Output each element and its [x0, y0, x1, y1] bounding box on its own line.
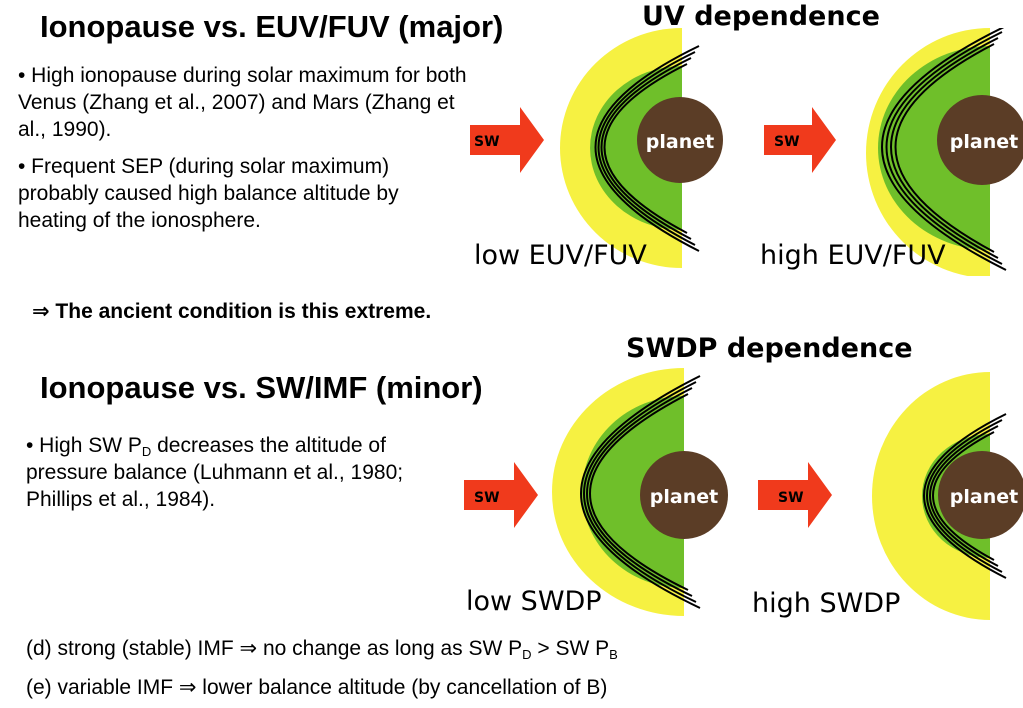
- swdp-figure-title: SWDP dependence: [626, 333, 913, 364]
- bottom-bullet-1-subscript: D: [141, 444, 152, 459]
- uv-panel-low: planet SW low EUV/FUV: [470, 28, 723, 271]
- uv-low-label: low EUV/FUV: [474, 240, 647, 271]
- swdp-panel-low: planet SW low SWDP: [464, 368, 728, 617]
- uv-low-field-lines: [594, 45, 700, 252]
- swdp-panel-high: planet SW high SWDP: [752, 372, 1023, 620]
- conclusion-text: ⇒ The ancient condition is this extreme.: [32, 300, 432, 323]
- swdp-high-label: high SWDP: [752, 588, 900, 619]
- uv-panel-high: planet SW high EUV/FUV: [760, 28, 1023, 276]
- uv-dependence-diagram: planet SW low EUV/FUV planet SW high EUV…: [470, 28, 1023, 276]
- swdp-low-sw-arrow: [464, 462, 538, 528]
- swdp-high-planet: [938, 451, 1023, 539]
- bottom-bullet-1-text-b: decreases the altitude of pressure balan…: [26, 434, 404, 511]
- uv-low-planet: [637, 97, 723, 183]
- bottom-bullet-1-text-a: • High SW P: [26, 434, 142, 457]
- uv-low-planet-label: planet: [646, 131, 714, 153]
- uv-high-planet: [937, 95, 1023, 185]
- swdp-high-field-lines: [923, 413, 1007, 579]
- bottom-bullet-1: • High SW PD decreases the altitude of p…: [26, 432, 426, 513]
- imf-line-d-text-a: (d) strong (stable) IMF ⇒ no change as l…: [26, 637, 523, 660]
- imf-line-d: (d) strong (stable) IMF ⇒ no change as l…: [26, 636, 618, 662]
- bottom-heading: Ionopause vs. SW/IMF (minor): [40, 370, 483, 405]
- top-bullets: • High ionopause during solar maximum fo…: [18, 62, 468, 244]
- uv-high-green-region: [878, 46, 990, 250]
- swdp-high-sw-arrow: [758, 462, 832, 528]
- bottom-bullets: • High SW PD decreases the altitude of p…: [26, 432, 426, 523]
- imf-line-d-sub-2: B: [609, 647, 618, 662]
- swdp-low-label: low SWDP: [466, 586, 602, 617]
- top-bullet-2: • Frequent SEP (during solar maximum) pr…: [18, 155, 399, 232]
- swdp-low-planet-label: planet: [650, 486, 718, 508]
- imf-line-d-sub-1: D: [522, 647, 532, 662]
- swdp-dependence-diagram: planet SW low SWDP planet SW high SWDP: [464, 368, 1023, 620]
- uv-figure-title: UV dependence: [642, 1, 880, 32]
- uv-high-field-lines: [881, 28, 1007, 271]
- top-bullet-1: • High ionopause during solar maximum fo…: [18, 64, 467, 141]
- uv-low-sw-arrow: [470, 107, 544, 173]
- imf-line-d-text-b: > SW P: [531, 637, 610, 660]
- uv-high-sw-label: SW: [774, 134, 800, 150]
- uv-high-label: high EUV/FUV: [760, 240, 946, 271]
- uv-low-sw-label: SW: [474, 134, 500, 150]
- uv-high-sw-arrow: [764, 107, 836, 173]
- swdp-high-sw-label: SW: [778, 490, 804, 506]
- imf-line-e: (e) variable IMF ⇒ lower balance altitud…: [26, 676, 608, 699]
- top-heading: Ionopause vs. EUV/FUV (major): [40, 9, 504, 44]
- swdp-high-planet-label: planet: [950, 486, 1018, 508]
- swdp-low-sw-label: SW: [474, 490, 500, 506]
- uv-high-planet-label: planet: [950, 131, 1018, 153]
- swdp-low-field-lines: [580, 375, 701, 609]
- swdp-low-planet: [640, 451, 728, 539]
